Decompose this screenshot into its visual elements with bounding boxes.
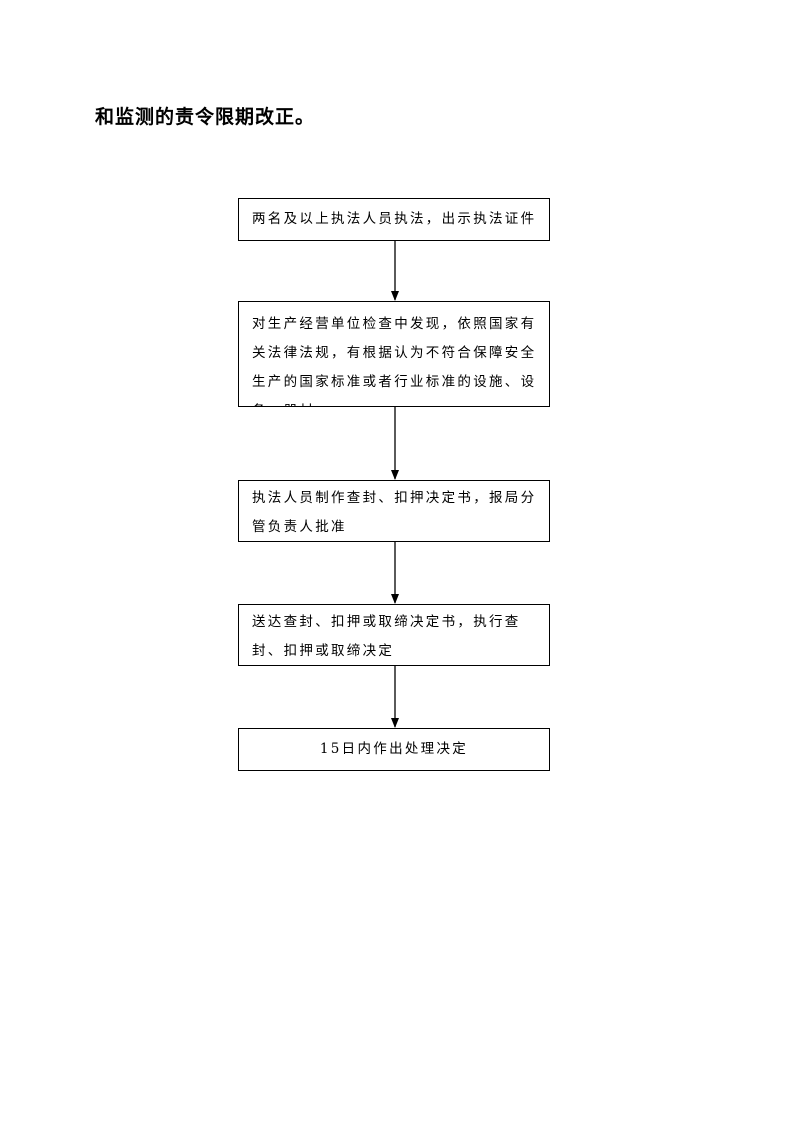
flow-step-draft-decision: 执法人员制作查封、扣押决定书，报局分管负责人批准 — [238, 480, 550, 542]
flow-step-inspection-finding: 对生产经营单位检查中发现，依照国家有关法律法规，有根据认为不符合保障安全生产的国… — [238, 301, 550, 407]
flow-step-deliver-execute: 送达查封、扣押或取缔决定书，执行查封、扣押或取缔决定 — [238, 604, 550, 666]
flow-step-present-credentials: 两名及以上执法人员执法，出示执法证件 — [238, 198, 550, 241]
flow-step-final-decision: 15日内作出处理决定 — [238, 728, 550, 771]
page-heading: 和监测的责令限期改正。 — [95, 106, 316, 128]
